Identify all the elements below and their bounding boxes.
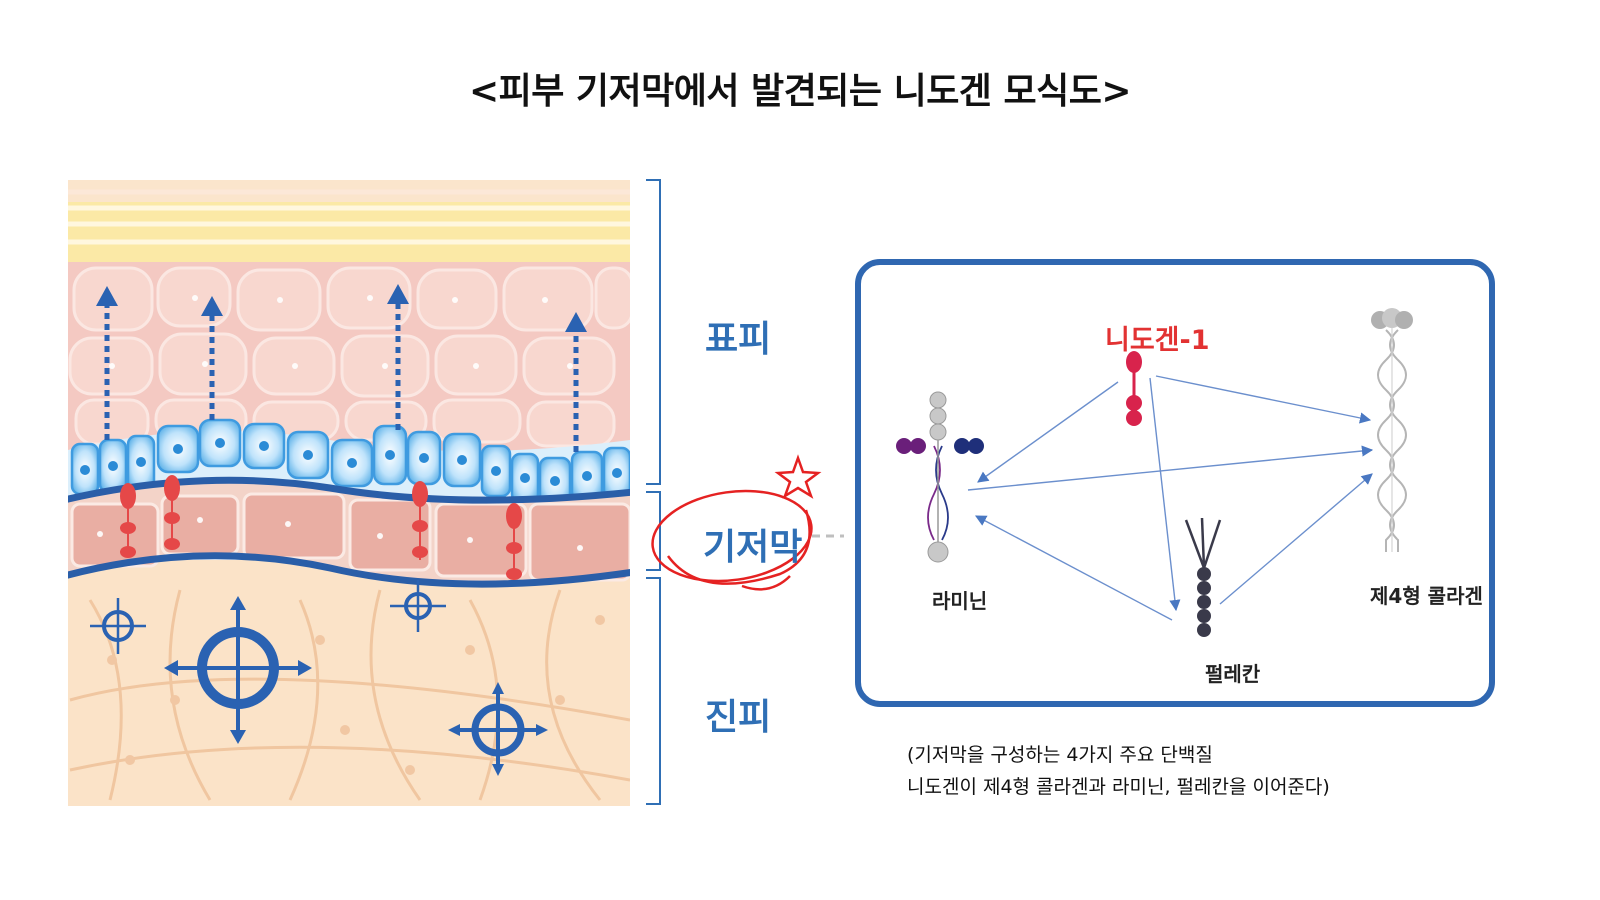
cell-migration-arrows (104, 302, 579, 452)
collagen-iv-label: 제4형 콜라겐 (1370, 584, 1483, 608)
anchoring-proteins (120, 475, 522, 580)
dermis-fibers (69, 589, 630, 801)
perlecan-molecule (1184, 517, 1222, 637)
interaction-arrows (967, 375, 1374, 621)
upper-membrane-line (68, 476, 630, 504)
layer-brackets (646, 179, 661, 805)
collagen-iv-molecule (1371, 308, 1413, 552)
caption-line-2: 니도겐이 제4형 콜라겐과 라미닌, 펄레칸을 이어준다) (907, 776, 1330, 798)
page-title: <피부 기저막에서 발견되는 니도겐 모식도> (468, 71, 1132, 112)
laminin-molecule (896, 391, 984, 563)
fibroblast-icons (90, 580, 544, 772)
highlight-circle (651, 489, 813, 591)
lower-membrane-line (68, 552, 630, 588)
basement-membrane-label: 기저막 (703, 527, 803, 568)
laminin-label: 라미닌 (932, 589, 988, 613)
caption-line-1: (기저막을 구성하는 4가지 주요 단백질 (907, 744, 1213, 766)
epidermis-label: 표피 (705, 319, 772, 360)
nidogen-label: 니도겐-1 (1105, 325, 1210, 356)
star-icon (774, 454, 822, 499)
dermis-dots (107, 615, 605, 775)
perlecan-label: 펄레칸 (1205, 662, 1261, 686)
detail-box (855, 259, 1495, 707)
dermis-label: 진피 (705, 697, 772, 738)
nidogen-molecule (1126, 351, 1142, 426)
